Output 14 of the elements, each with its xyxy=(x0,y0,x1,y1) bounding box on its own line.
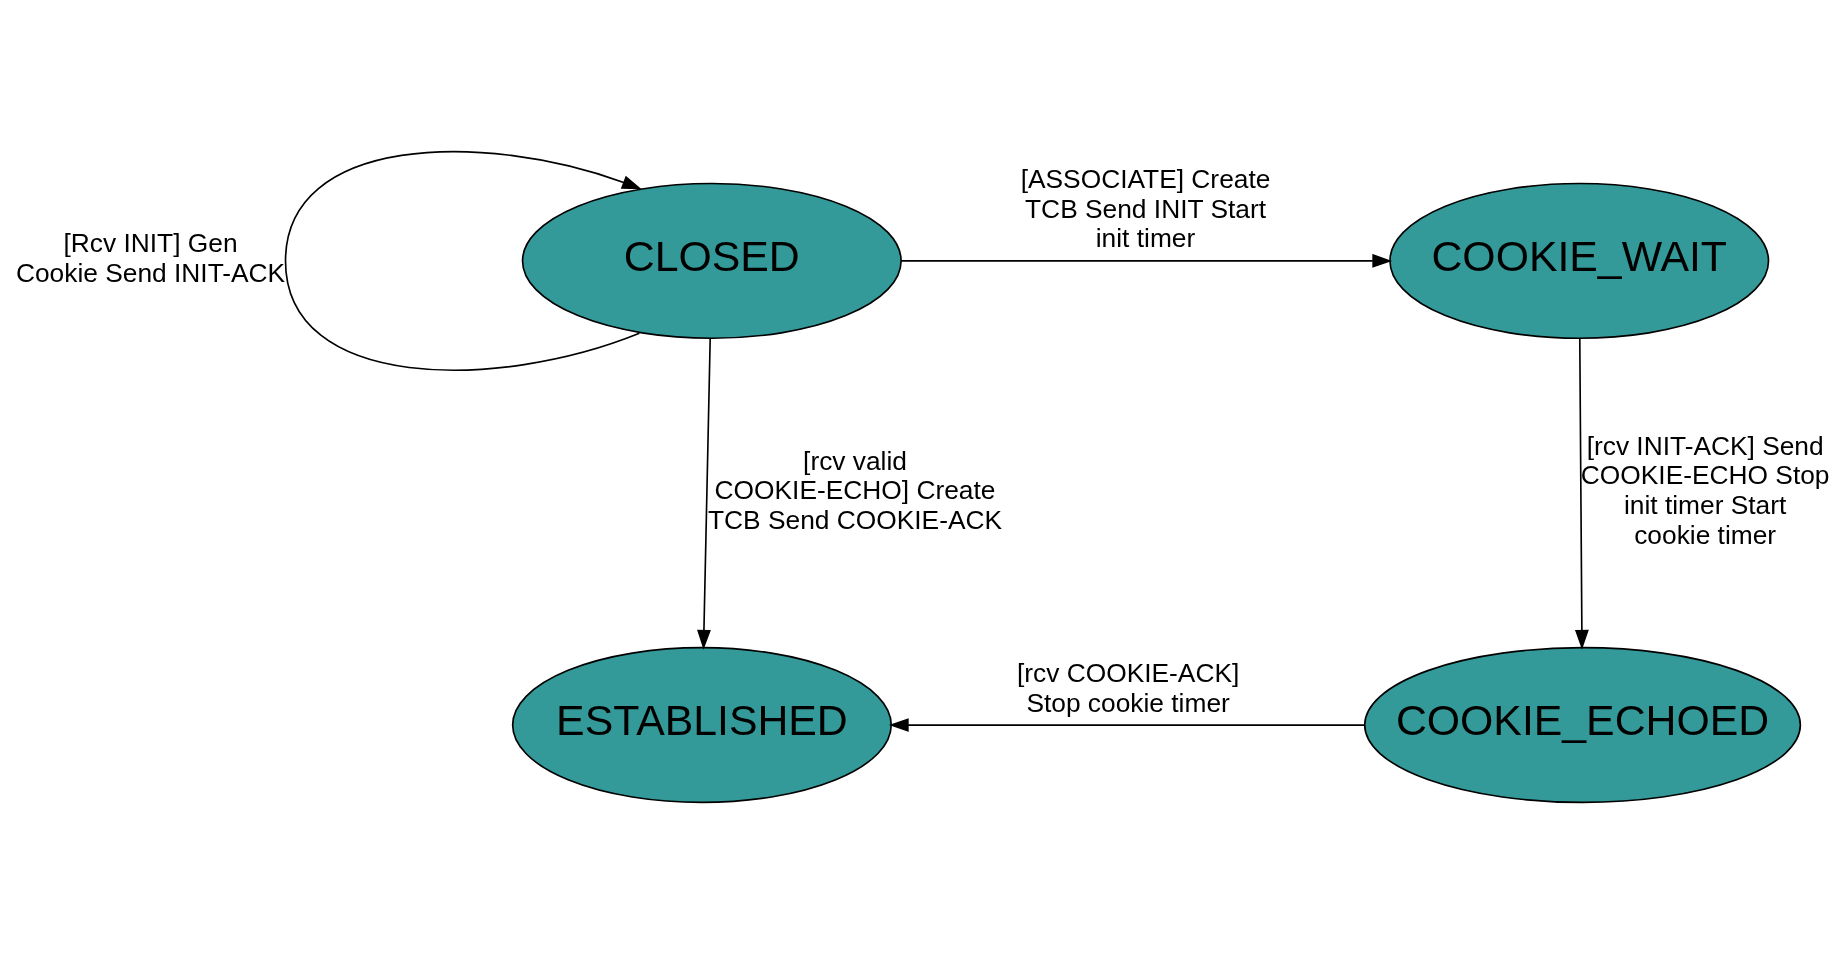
node-ellipse: COOKIE_ECHOED xyxy=(1363,646,1802,804)
edge-label: [rcv valid COOKIE-ECHO] Create TCB Send COOKIE-ACK xyxy=(707,445,1003,535)
node-ellipse: ESTABLISHED xyxy=(511,646,893,804)
arrow xyxy=(900,253,1393,268)
arrow xyxy=(888,718,1366,732)
edge-label: [ASSOCIATE] Create TCB Send INIT Start init timer xyxy=(1020,164,1271,254)
arrow xyxy=(697,337,711,650)
node-ellipse: COOKIE_WAIT xyxy=(1389,182,1770,340)
node-ellipse: CLOSED xyxy=(521,182,902,340)
arrow xyxy=(1574,337,1589,650)
edge-label: [rcv INIT-ACK] Send COOKIE-ECHO Stop init timer Start cookie timer xyxy=(1580,430,1830,550)
arrow xyxy=(284,151,642,371)
edge-label: [rcv COOKIE-ACK] Stop cookie timer xyxy=(1016,657,1240,718)
edge-label: [Rcv INIT] Gen Cookie Send INIT-ACK xyxy=(15,228,286,288)
